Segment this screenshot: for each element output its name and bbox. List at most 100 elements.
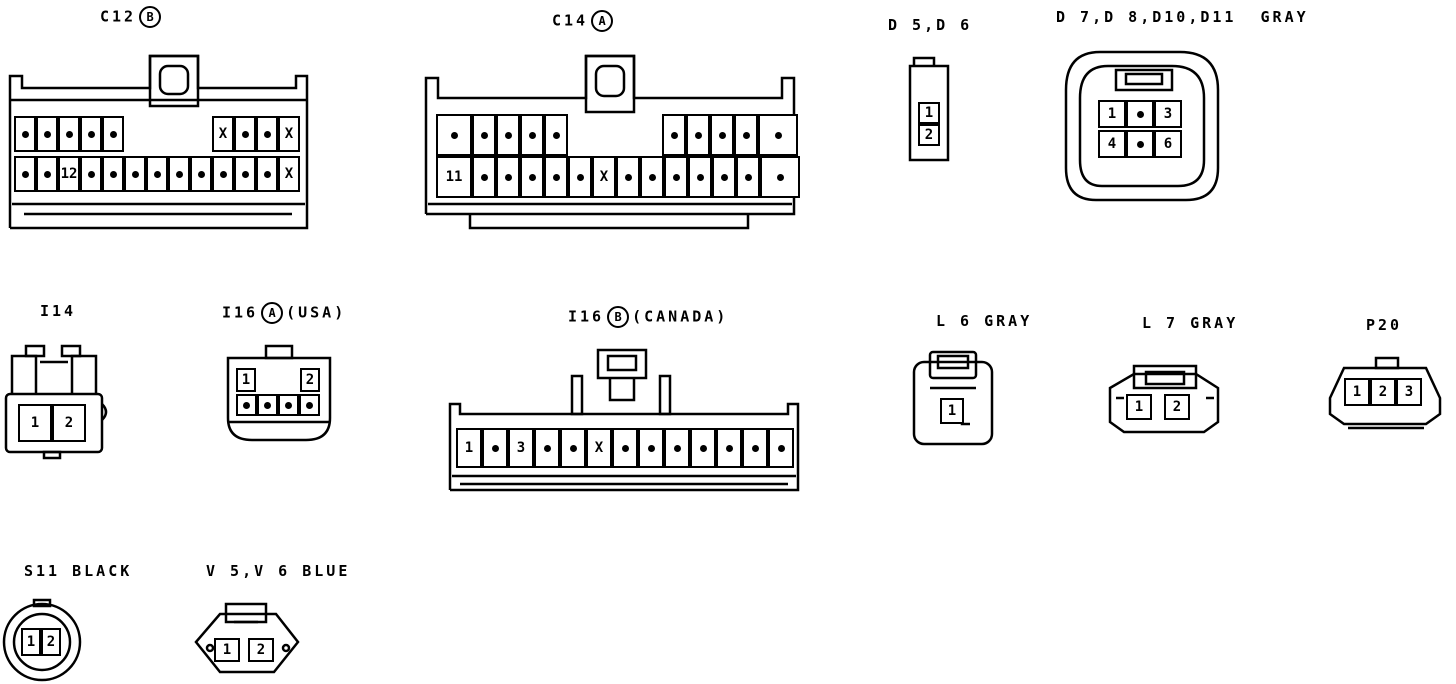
pin-cavity xyxy=(278,394,299,416)
pin-cavity: 11 xyxy=(436,156,472,198)
pin-cavity xyxy=(257,394,278,416)
pin-cavity xyxy=(299,394,320,416)
pin-cavity: 2 xyxy=(52,404,86,442)
pin-cavity xyxy=(760,156,800,198)
pin-cavity xyxy=(544,156,568,198)
pin-cavity: 1 xyxy=(1344,378,1370,406)
c12-label-text: C12 xyxy=(100,7,137,26)
pin-cavity xyxy=(80,156,102,192)
i16a-row-bottom xyxy=(236,394,320,416)
pin-cavity xyxy=(236,394,257,416)
pin-cavity xyxy=(568,156,592,198)
pin-cavity xyxy=(436,114,472,156)
pin-cavity xyxy=(534,428,560,468)
pin-cavity: 3 xyxy=(1396,378,1422,406)
i16b-region: (CANADA) xyxy=(632,307,729,326)
i16a-region: (USA) xyxy=(286,303,347,322)
pin-cavity xyxy=(102,156,124,192)
pin-cavity xyxy=(686,114,710,156)
c12-mark: B xyxy=(139,6,162,28)
pin-cavity: 1 xyxy=(456,428,482,468)
pin-cavity xyxy=(520,114,544,156)
pin-cavity xyxy=(256,156,278,192)
pin-cavity xyxy=(742,428,768,468)
d5d6-label: D 5,D 6 xyxy=(888,16,973,34)
pin-cavity: 1 xyxy=(18,404,52,442)
pin-cavity xyxy=(496,114,520,156)
pin-cavity: 6 xyxy=(1154,130,1182,158)
pin-cavity xyxy=(102,116,124,152)
pin-cavity xyxy=(472,114,496,156)
i16a-mark: A xyxy=(261,302,284,324)
pin-cavity xyxy=(560,428,586,468)
pin-cavity xyxy=(190,156,212,192)
i14-label: I14 xyxy=(40,302,77,320)
pin-cavity xyxy=(146,156,168,192)
pin-cavity: 1 xyxy=(1098,100,1126,128)
pin-cavity: 12 xyxy=(58,156,80,192)
p20-label: P20 xyxy=(1366,316,1403,334)
pin-cavity xyxy=(234,156,256,192)
d7-color: GRAY xyxy=(1260,8,1309,26)
pin-cavity xyxy=(688,156,712,198)
pin-cavity xyxy=(256,116,278,152)
pin-cavity xyxy=(716,428,742,468)
pin-cavity xyxy=(14,156,36,192)
pin-cavity: 2 xyxy=(300,368,320,392)
pin-cavity xyxy=(124,156,146,192)
pin-cavity xyxy=(1126,100,1154,128)
pin-cavity xyxy=(482,428,508,468)
pin-cavity: 2 xyxy=(1164,394,1190,420)
pin-cavity: 2 xyxy=(41,628,61,656)
pin-cavity: 2 xyxy=(918,124,940,146)
d7-label-text: D 7,D 8,D10,D11 xyxy=(1056,8,1237,26)
pin-cavity xyxy=(14,116,36,152)
pin-cavity xyxy=(640,156,664,198)
pin-cavity: X xyxy=(586,428,612,468)
pin-cavity: 3 xyxy=(1154,100,1182,128)
pin-cavity xyxy=(36,156,58,192)
pin-cavity: X xyxy=(212,116,234,152)
pin-cavity xyxy=(168,156,190,192)
pin-cavity: X xyxy=(278,116,300,152)
i16a-label-text: I16 xyxy=(222,303,259,322)
i16b-mark: B xyxy=(607,306,630,328)
pin-cavity xyxy=(758,114,798,156)
pin-cavity: 1 xyxy=(940,398,964,424)
pin-cavity xyxy=(768,428,794,468)
l6-pins: 1 xyxy=(940,398,964,424)
pin-cavity xyxy=(1126,130,1154,158)
pin-cavity xyxy=(712,156,736,198)
pin-cavity xyxy=(612,428,638,468)
pin-cavity xyxy=(662,114,686,156)
pin-cavity xyxy=(80,116,102,152)
pin-cavity xyxy=(664,156,688,198)
pin-cavity: 1 xyxy=(918,102,940,124)
pin-cavity: 2 xyxy=(248,638,274,662)
pin-cavity xyxy=(734,114,758,156)
pin-cavity: 2 xyxy=(1370,378,1396,406)
